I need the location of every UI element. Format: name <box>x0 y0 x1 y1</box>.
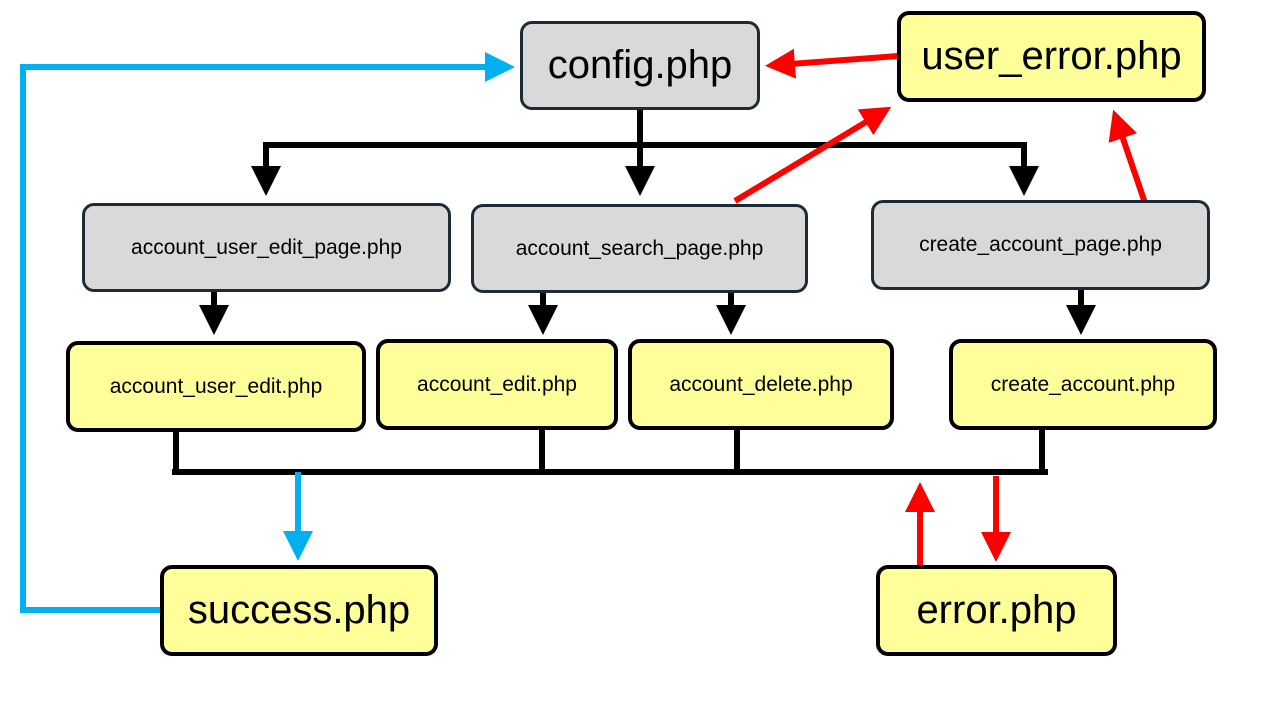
node-user-error: user_error.php <box>897 11 1206 102</box>
edge-account-search-page-to-user-error <box>733 106 892 204</box>
edge-success-to-config <box>20 52 515 613</box>
error-connectors <box>733 48 1148 568</box>
node-success: success.php <box>160 565 438 656</box>
node-error: error.php <box>876 565 1117 656</box>
include-connectors <box>172 110 1096 475</box>
edge-user-error-to-config <box>765 48 899 79</box>
node-account-search-page: account_search_page.php <box>471 204 808 293</box>
node-config: config.php <box>520 21 760 110</box>
node-account-user-edit-page: account_user_edit_page.php <box>82 203 451 292</box>
node-account-user-edit: account_user_edit.php <box>66 341 366 432</box>
node-account-delete: account_delete.php <box>628 339 894 430</box>
node-account-edit: account_edit.php <box>376 339 618 430</box>
success-connectors <box>20 52 515 613</box>
edge-create-account-page-to-user-error <box>1108 109 1148 204</box>
node-create-account: create_account.php <box>949 339 1217 430</box>
node-create-account-page: create_account_page.php <box>871 200 1210 290</box>
